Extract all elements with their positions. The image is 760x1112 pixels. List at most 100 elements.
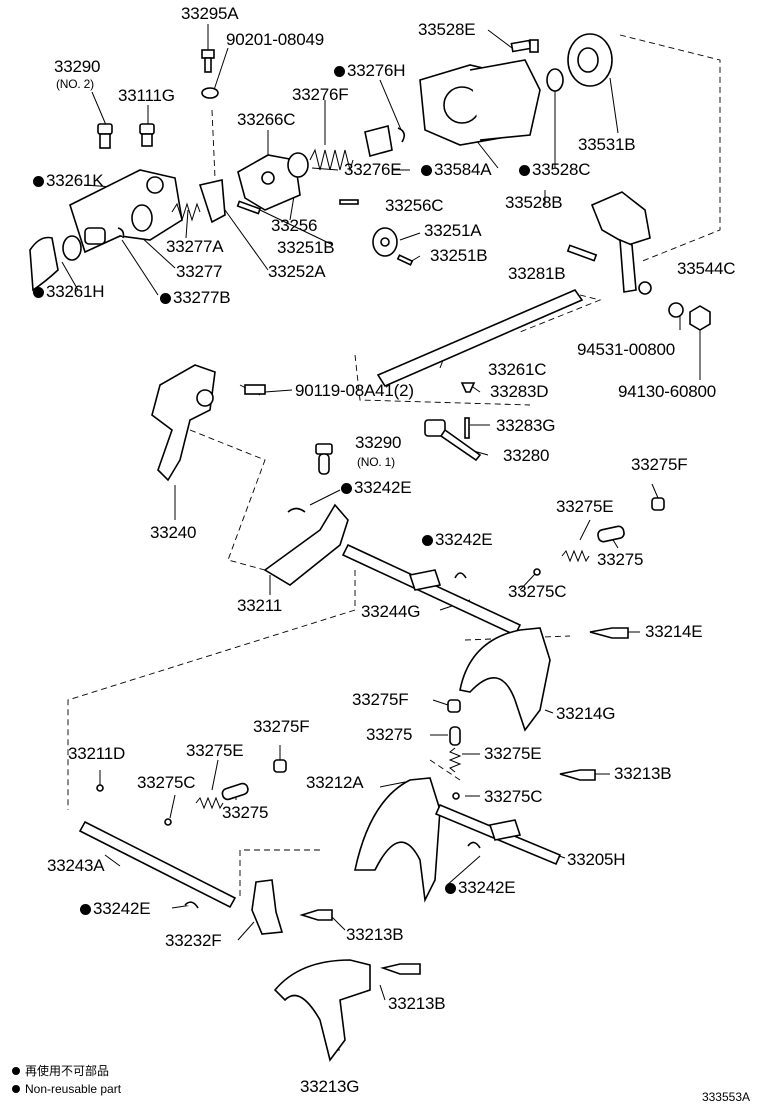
- part-33256C-pin: [339, 199, 359, 205]
- label-33242E-a: 33242E: [341, 478, 412, 498]
- part-33213B-bolt-a: [559, 769, 596, 781]
- part-33242E-clip-b: [454, 572, 467, 579]
- part-33251B-pin-b: [396, 254, 414, 266]
- non-reusable-dot: [341, 483, 352, 494]
- label-33275E-b: 33275E: [484, 744, 542, 763]
- label-33232F: 33232F: [165, 931, 222, 950]
- label-33256: 33256: [271, 216, 318, 235]
- label-33211: 33211: [237, 596, 283, 615]
- label-33244G: 33244G: [361, 602, 421, 621]
- label-33261C: 33261C: [488, 360, 547, 379]
- label-33275C-a: 33275C: [508, 582, 567, 601]
- catalog-id: 333553A: [701, 1090, 750, 1104]
- part-33275E-spring-a: [561, 549, 590, 563]
- part-33251B-pin: [236, 200, 262, 215]
- label-33275F-a: 33275F: [631, 455, 688, 474]
- part-33290-no2-plug: [97, 123, 113, 149]
- label-94130-60800: 94130-60800: [618, 382, 717, 401]
- part-33584A-housing: [419, 59, 541, 146]
- label-33528C: 33528C: [519, 160, 591, 180]
- part-94531-washer: [668, 302, 684, 318]
- non-reusable-dot: [334, 66, 345, 77]
- label-33261H: 33261H: [33, 282, 105, 302]
- part-33256-spring-seat: [287, 152, 309, 178]
- part-33242E-clip-a: [287, 507, 306, 513]
- leader-lines: [61, 24, 701, 1051]
- part-33240-bracket: [151, 364, 216, 482]
- non-reusable-dot: [33, 287, 44, 298]
- label-33251B-b: 33251B: [430, 246, 488, 265]
- label-33266C: 33266C: [237, 110, 296, 129]
- label-33531B: 33531B: [578, 135, 636, 154]
- part-33251A-lever: [372, 227, 398, 257]
- label-33528E: 33528E: [418, 20, 476, 39]
- part-33277A-spring: [171, 202, 201, 222]
- label-33213B-c: 33213B: [388, 994, 446, 1013]
- label-33242E-c: 33242E: [445, 878, 516, 898]
- label-33275E-a: 33275E: [556, 497, 614, 516]
- part-33243A-shaft: [78, 820, 237, 909]
- label-33544C: 33544C: [677, 259, 736, 278]
- label-33276H: 33276H: [334, 61, 406, 81]
- label-33283D: 33283D: [490, 382, 549, 401]
- part-33261H-boot: [29, 236, 59, 292]
- part-33212A-fork: [354, 777, 441, 903]
- label-33283G: 33283G: [496, 416, 556, 435]
- legend-en: Non-reusable part: [12, 1082, 121, 1097]
- part-33214G-fork: [459, 627, 551, 732]
- label-33242E-b: 33242E: [422, 530, 493, 550]
- part-33531B-bearing: [567, 33, 613, 87]
- label-33276F: 33276F: [292, 85, 349, 104]
- label-90119-08A41: 90119-08A41(2): [295, 381, 414, 400]
- non-reusable-dot: [33, 176, 44, 187]
- part-33275C-ball-b: [164, 818, 172, 826]
- part-33528C-seal: [546, 68, 564, 92]
- part-33275-pin-c: [221, 782, 249, 801]
- part-33232F-bracket: [251, 879, 284, 935]
- part-33275C-ball-a: [533, 568, 541, 576]
- label-33275-c: 33275: [222, 803, 269, 822]
- part-90201-washer: [201, 87, 219, 99]
- part-33275F-plug-c: [273, 759, 287, 773]
- part-33276F-spring: [309, 148, 354, 172]
- label-33252A: 33252A: [268, 262, 326, 281]
- non-reusable-dot: [12, 1085, 20, 1093]
- part-33290-no1-plug: [315, 443, 333, 475]
- label-33243A: 33243A: [47, 856, 105, 875]
- part-33213G-fork: [273, 959, 371, 1062]
- part-33211D-ball: [96, 784, 104, 792]
- label-33276E: 33276E: [344, 160, 402, 179]
- part-33111G-plug: [139, 123, 155, 147]
- label-33214E: 33214E: [645, 622, 703, 641]
- label-90201-08049: 90201-08049: [226, 30, 325, 49]
- part-33252A-lever: [198, 179, 226, 224]
- part-33214E-bolt: [589, 627, 629, 639]
- label-33205H: 33205H: [567, 850, 626, 869]
- part-33295A-bolt: [201, 49, 215, 73]
- part-33211-fork: [263, 503, 349, 586]
- label-33275F-c: 33275F: [253, 717, 310, 736]
- part-33275E-spring-c: [195, 796, 224, 810]
- part-33275F-plug-b: [447, 699, 461, 713]
- label-33214G: 33214G: [556, 704, 616, 723]
- label-33277: 33277: [176, 262, 223, 281]
- part-33528E-bolt: [510, 39, 539, 53]
- part-33213B-bolt-c: [380, 963, 421, 975]
- label-33256C: 33256C: [385, 196, 444, 215]
- label-33213G: 33213G: [300, 1077, 360, 1096]
- part-33275F-plug-a: [651, 497, 665, 511]
- label-33211D: 33211D: [68, 744, 126, 763]
- label-33261K: 33261K: [33, 171, 104, 191]
- label-33281B: 33281B: [508, 264, 566, 283]
- part-90119-bolt: [244, 384, 266, 395]
- part-33544C-lever: [590, 191, 652, 295]
- label-33528B: 33528B: [505, 193, 563, 212]
- label-33275F-b: 33275F: [352, 690, 409, 709]
- part-33277B-seal: [62, 235, 82, 261]
- label-33213B-a: 33213B: [614, 764, 672, 783]
- label-33275C-b: 33275C: [137, 773, 196, 792]
- non-reusable-dot: [160, 293, 171, 304]
- part-33242E-clip-d: [184, 901, 199, 909]
- part-33277-bushing: [84, 227, 106, 245]
